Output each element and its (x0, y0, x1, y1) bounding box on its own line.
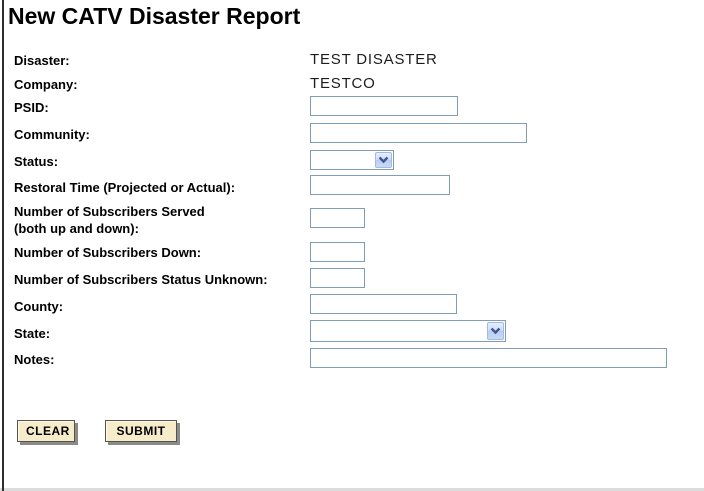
community-input[interactable] (310, 123, 527, 143)
county-label: County: (14, 299, 64, 314)
clear-button[interactable]: CLEAR (17, 420, 75, 442)
status-label: Status: (14, 154, 59, 169)
psid-label: PSID: (14, 100, 49, 115)
subscribers-down-input[interactable] (310, 242, 365, 262)
page-title: New CATV Disaster Report (8, 3, 301, 29)
restoral-time-input[interactable] (310, 175, 450, 195)
state-label: State: (14, 326, 51, 341)
county-input[interactable] (310, 294, 457, 314)
window-bottom-border (0, 488, 704, 491)
notes-input[interactable] (310, 348, 667, 368)
notes-label: Notes: (14, 352, 55, 367)
chevron-down-icon[interactable] (375, 152, 392, 168)
window-left-border (2, 0, 4, 491)
psid-input[interactable] (310, 96, 458, 116)
subscribers-unknown-input[interactable] (310, 268, 365, 288)
subscribers-down-label: Number of Subscribers Down: (14, 245, 202, 260)
subscribers-served-input[interactable] (310, 208, 365, 228)
state-select[interactable] (310, 320, 506, 342)
company-value: TESTCO (310, 75, 376, 92)
restoral-time-label: Restoral Time (Projected or Actual): (14, 180, 236, 195)
disaster-value: TEST DISASTER (310, 51, 438, 68)
company-label: Company: (14, 77, 78, 92)
subscribers-served-label-line2: (both up and down): (14, 221, 139, 236)
subscribers-served-label-line1: Number of Subscribers Served (14, 204, 205, 219)
submit-button[interactable]: SUBMIT (105, 420, 177, 442)
subscribers-unknown-label: Number of Subscribers Status Unknown: (14, 272, 268, 287)
community-label: Community: (14, 127, 90, 142)
disaster-label: Disaster: (14, 53, 70, 68)
chevron-down-icon[interactable] (487, 322, 504, 340)
status-select[interactable] (310, 150, 394, 170)
